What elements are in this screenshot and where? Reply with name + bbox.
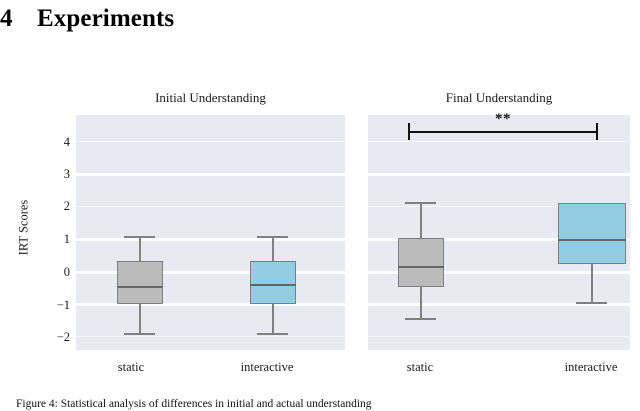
boxplot-group-interactive — [368, 115, 630, 350]
y-tick-3: 3 — [63, 167, 70, 181]
y-tick-0: 0 — [63, 265, 70, 279]
whisker-upper-interactive — [272, 237, 274, 261]
y-tick-1: 1 — [63, 232, 70, 246]
page-title: Experiments — [37, 5, 175, 32]
x-tick-interactive-final: interactive — [564, 360, 618, 374]
gridline-0 — [76, 271, 345, 274]
figure-caption-text: Figure 4: Statistical analysis of differ… — [16, 398, 372, 410]
whisker-cap-lower-static — [405, 318, 436, 320]
median-line-static — [398, 266, 444, 268]
gridline-3 — [76, 173, 345, 176]
significance-stars-label: ** — [495, 111, 511, 127]
whisker-cap-upper-static — [124, 236, 155, 238]
x-tick-static-initial: static — [117, 360, 145, 374]
box-static — [398, 238, 444, 287]
y-axis-ticks: 4 3 2 1 0 −1 −2 — [40, 60, 70, 405]
figure-caption: Figure 4: Statistical analysis of differ… — [0, 398, 640, 411]
y-tick-2: 2 — [63, 199, 70, 213]
gridline-4 — [76, 141, 345, 142]
panel-title-initial-understanding: Initial Understanding — [155, 90, 266, 105]
box-static — [117, 261, 163, 304]
whisker-lower-interactive — [591, 264, 593, 303]
whisker-cap-lower-static — [124, 333, 155, 335]
x-tick-interactive-initial: interactive — [240, 360, 294, 374]
panel-title-final-understanding: Final Understanding — [445, 90, 553, 105]
y-tick-neg1: −1 — [56, 298, 70, 312]
whisker-cap-upper-static — [405, 202, 436, 204]
gridline-2 — [76, 206, 345, 207]
box-interactive — [250, 261, 296, 304]
plot-panel-final-understanding: ** — [368, 111, 630, 350]
gridline-1 — [368, 238, 630, 241]
whisker-upper-static — [420, 203, 422, 238]
gridline-neg2 — [76, 336, 345, 337]
gridline-0 — [368, 271, 630, 274]
significance-bracket-tick-right — [596, 123, 599, 140]
gridline-2 — [368, 206, 630, 207]
whisker-cap-lower-interactive — [576, 302, 607, 304]
plot-panel-initial-understanding — [76, 115, 345, 350]
section-heading: 4 Experiments — [0, 2, 400, 36]
box-interactive — [558, 203, 626, 264]
y-axis-label: IRT Scores — [16, 199, 31, 256]
whisker-cap-lower-interactive — [257, 333, 288, 335]
figure-boxplot: IRT Scores 4 3 2 1 0 −1 −2 Initial Under… — [0, 60, 640, 405]
whisker-lower-static — [139, 304, 141, 334]
gridline-3 — [368, 173, 630, 176]
whisker-lower-interactive — [272, 304, 274, 334]
median-line-interactive — [558, 239, 626, 241]
gridline-1 — [76, 238, 345, 241]
significance-bracket-tick-left — [408, 123, 411, 140]
section-number: 4 — [0, 5, 13, 32]
y-tick-4: 4 — [63, 135, 70, 149]
gridline-neg1 — [368, 303, 630, 306]
boxplot-group-static — [368, 115, 630, 350]
y-tick-neg2: −2 — [56, 330, 70, 344]
whisker-upper-static — [139, 237, 141, 261]
x-tick-static-final: static — [406, 360, 434, 374]
median-line-static — [117, 286, 163, 288]
whisker-lower-static — [420, 287, 422, 319]
boxplot-group-static — [76, 115, 345, 350]
median-line-interactive — [250, 284, 296, 286]
gridline-neg2 — [368, 336, 630, 337]
gridline-4 — [368, 141, 630, 142]
boxplot-group-interactive — [76, 115, 345, 350]
gridline-neg1 — [76, 303, 345, 306]
significance-bracket-bar — [408, 131, 598, 134]
whisker-cap-upper-interactive — [257, 236, 288, 238]
